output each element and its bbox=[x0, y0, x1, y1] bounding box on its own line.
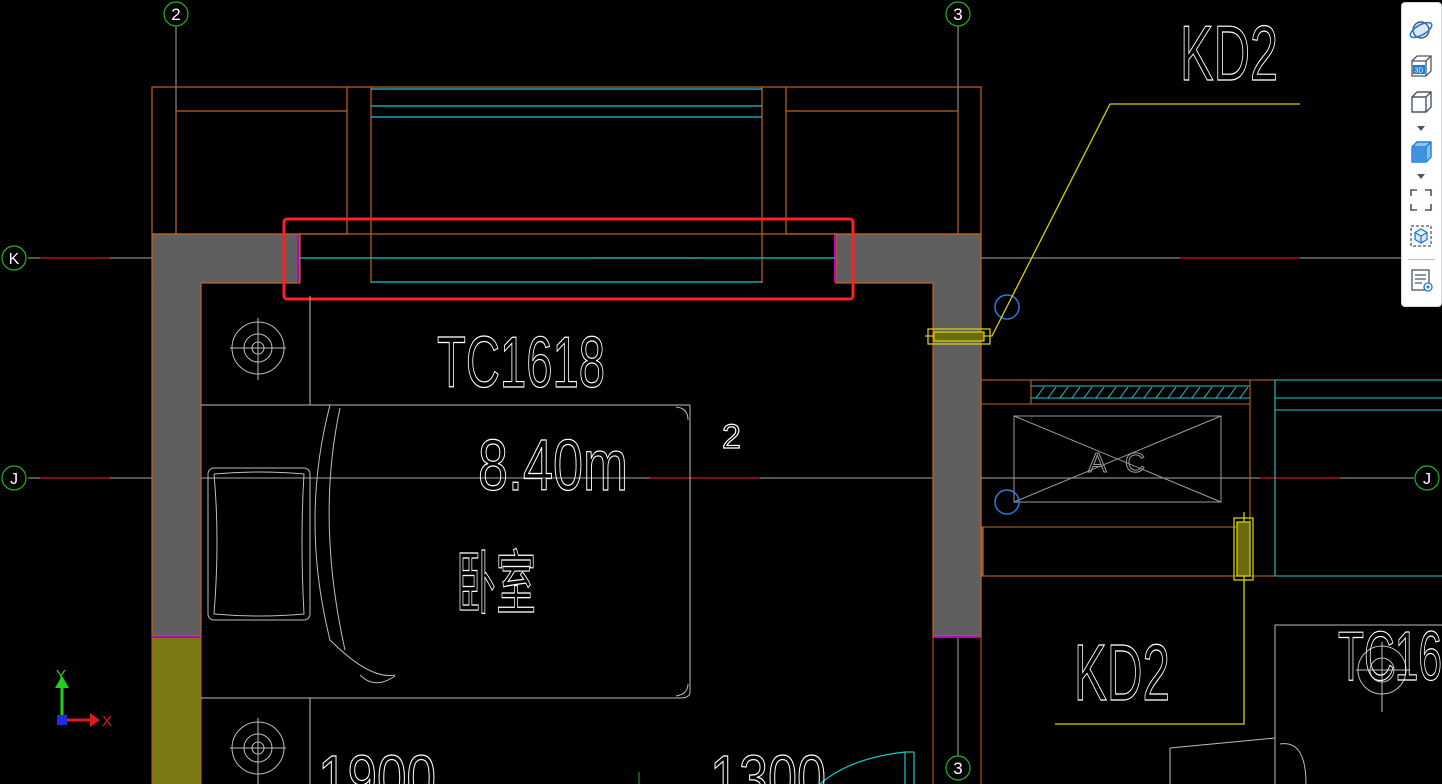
grid-bubble-k-left: K bbox=[1, 245, 27, 271]
grid-bubble-j-right: J bbox=[1414, 465, 1440, 491]
view-cube-icon[interactable] bbox=[1406, 221, 1436, 251]
ucs-y-label: Y bbox=[56, 667, 66, 684]
grid-bubble-2-top: 2 bbox=[163, 1, 189, 27]
window-glazing bbox=[300, 88, 835, 283]
room-interior-lines bbox=[200, 283, 982, 784]
orbit-view-icon[interactable] bbox=[1406, 15, 1436, 45]
floor-drain-symbols bbox=[230, 318, 1410, 784]
chevron-down-icon[interactable] bbox=[1417, 174, 1425, 179]
drain-pipe-circles bbox=[994, 294, 1020, 515]
door-swing-arc bbox=[819, 751, 915, 784]
room-area-superscript: 2 bbox=[722, 418, 741, 456]
furniture-outlines bbox=[201, 296, 1442, 784]
dimension-right: 1300 bbox=[710, 742, 826, 784]
dimension-left: 1900 bbox=[318, 742, 436, 784]
grid-bubble-3-top: 3 bbox=[945, 1, 971, 27]
view-toolbar: 3D bbox=[1401, 2, 1442, 307]
svg-text:J: J bbox=[10, 471, 18, 488]
bay-window-frame bbox=[151, 86, 982, 283]
window-code-label: TC1618 bbox=[437, 323, 605, 403]
shaded-box-icon[interactable] bbox=[1406, 137, 1436, 167]
grid-bubble-j-left: J bbox=[1, 465, 27, 491]
room-area-value: 8.40m bbox=[478, 426, 628, 506]
chevron-down-icon[interactable] bbox=[1417, 126, 1425, 131]
svg-text:3: 3 bbox=[953, 5, 962, 24]
hatch-pattern bbox=[1035, 386, 1249, 399]
svg-text:J: J bbox=[1423, 471, 1431, 488]
ucs-x-label: X bbox=[102, 713, 112, 730]
properties-list-icon[interactable] bbox=[1406, 265, 1436, 295]
grid-bubble-3-bottom: 3 bbox=[945, 755, 971, 781]
olive-column bbox=[151, 636, 202, 784]
ac-unit-label: A C bbox=[1088, 447, 1151, 478]
3d-view-icon[interactable]: 3D bbox=[1406, 51, 1436, 81]
toolbar-divider bbox=[1408, 259, 1435, 260]
window-tag-bottom: KD2 bbox=[1074, 628, 1170, 717]
wireframe-box-icon[interactable] bbox=[1406, 87, 1436, 117]
fullscreen-frame-icon[interactable] bbox=[1406, 185, 1436, 215]
svg-text:3D: 3D bbox=[1415, 68, 1424, 75]
svg-text:2: 2 bbox=[171, 5, 180, 24]
opening-markers bbox=[927, 328, 1254, 581]
selection-highlight-box bbox=[282, 217, 855, 301]
room-name-label: 卧室 bbox=[456, 545, 536, 623]
right-window-glazing bbox=[1031, 379, 1442, 577]
window-code-label-right: TC16 bbox=[1338, 617, 1442, 695]
window-tag-top: KD2 bbox=[1180, 9, 1278, 97]
ucs-axis-icon: Y X bbox=[55, 667, 112, 730]
ac-unit-box bbox=[1013, 415, 1222, 503]
svg-text:K: K bbox=[9, 251, 20, 268]
svg-text:3: 3 bbox=[953, 759, 962, 778]
